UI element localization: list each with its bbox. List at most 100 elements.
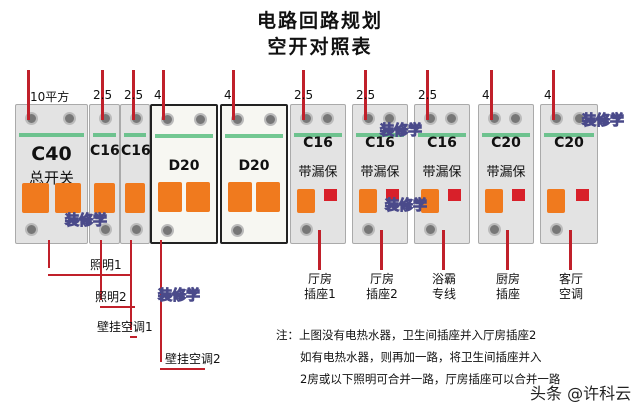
wire-gauge-label: 4: [544, 88, 552, 102]
circuit-label-3: 壁挂空调1: [97, 320, 153, 334]
wire: [380, 230, 383, 270]
brand-stripe: [19, 133, 84, 137]
rating-label: C20: [554, 135, 584, 151]
wire: [442, 230, 445, 270]
toggle-handle: [359, 189, 377, 213]
brand-stripe: [294, 133, 342, 137]
note-text: 注：上图没有电热水器，卫生间插座并入厅房插座2 如有电热水器，则再加一路，将卫生…: [276, 324, 560, 390]
wire: [490, 70, 493, 120]
brand-stripe: [124, 133, 146, 137]
terminal-screw-icon: [488, 223, 501, 236]
test-indicator: [386, 189, 399, 201]
breaker-c16: C16 带漏保: [414, 104, 470, 244]
note-line: 如有电热水器，则再加一路，将卫生间插座并入: [300, 350, 542, 364]
terminal-screw-icon: [550, 223, 563, 236]
terminal-screw-icon: [99, 223, 112, 236]
wire-gauge-label: 4: [482, 88, 490, 102]
rating-label: C16: [90, 143, 120, 159]
wire: [162, 70, 165, 120]
wire-gauge-label: 2.5: [93, 88, 113, 102]
test-indicator: [512, 189, 525, 201]
terminal-screw-icon: [445, 112, 458, 125]
breaker-c20: C20: [540, 104, 598, 244]
note-line: 2房或以下照明可合并一路，厅房插座可以合并一路: [300, 372, 561, 386]
title-line-2: 空开对照表: [267, 36, 373, 58]
wire: [552, 70, 555, 120]
rating-label: C40: [31, 143, 72, 165]
leader-line: [160, 368, 205, 370]
terminal-screw-icon: [63, 112, 76, 125]
rating-label: C16: [427, 135, 457, 151]
circuit-label-1: 照明1: [90, 258, 122, 272]
rating-label: C16: [121, 143, 151, 159]
terminal-screw-icon: [509, 112, 522, 125]
wire: [318, 230, 321, 270]
terminal-screw-icon: [300, 223, 313, 236]
leader-line: [48, 240, 50, 268]
breaker-d20: D20: [220, 104, 288, 244]
toggle-handle: [186, 182, 210, 212]
wire-gauge-label: 2.5: [294, 88, 314, 102]
breaker-sub-label: 带漏保: [360, 165, 400, 180]
wire: [364, 70, 367, 120]
leader-line: [130, 336, 137, 338]
leader-line: [130, 240, 132, 330]
leader-line: [160, 240, 162, 362]
watermark-stamp: 装修学: [582, 113, 625, 130]
wire-gauge-label: 2.5: [124, 88, 144, 102]
circuit-label-4: 壁挂空调2: [165, 352, 221, 366]
toggle-handle: [256, 182, 280, 212]
breaker-sub-label: 总开关: [28, 169, 74, 187]
terminal-screw-icon: [424, 223, 437, 236]
breaker-sub-label: 带漏保: [298, 165, 338, 180]
watermark: 头条 @许科云: [530, 384, 632, 403]
brand-stripe: [482, 133, 530, 137]
terminal-screw-icon: [161, 224, 174, 237]
note-line: 注：上图没有电热水器，卫生间插座并入厅房插座2: [276, 328, 537, 342]
watermark-stamp: 装修学: [385, 198, 428, 215]
toggle-handle: [228, 182, 252, 212]
wire: [232, 70, 235, 120]
brand-stripe: [93, 133, 116, 137]
breaker-c16: C16: [120, 104, 151, 244]
brand-stripe: [225, 134, 283, 138]
breaker-d20: D20: [150, 104, 218, 244]
circuit-label: 厅房 插座1: [304, 272, 336, 301]
wire: [426, 70, 429, 120]
toggle-handle: [94, 183, 115, 213]
leader-line: [48, 274, 130, 276]
toggle-handle: [547, 189, 565, 213]
leader-line: [100, 240, 102, 300]
rating-label: D20: [168, 158, 200, 174]
wire-gauge-label: 2.5: [356, 88, 376, 102]
toggle-handle: [125, 183, 145, 213]
brand-stripe: [356, 133, 404, 137]
title-line-1: 电路回路规划: [256, 10, 383, 32]
breaker-sub-label: 带漏保: [422, 165, 462, 180]
terminal-screw-icon: [362, 223, 375, 236]
leader-line: [100, 306, 135, 308]
watermark-stamp: 装修学: [65, 213, 108, 230]
breaker-c16: C16 带漏保: [290, 104, 346, 244]
wire-gauge-label: 2.5: [418, 88, 438, 102]
rating-label: C16: [303, 135, 333, 151]
wire-gauge-label: 4: [224, 88, 232, 102]
terminal-screw-icon: [25, 223, 38, 236]
toggle-handle: [22, 183, 49, 213]
toggle-handle: [54, 183, 81, 213]
breaker-c16: C16 带漏保: [352, 104, 408, 244]
circuit-label: 浴霸 专线: [431, 272, 456, 301]
terminal-screw-icon: [321, 112, 334, 125]
circuit-label: 厨房 插座: [495, 272, 520, 301]
rating-label: D20: [238, 158, 270, 174]
wire: [132, 70, 135, 120]
breaker-c40: C40 总开关: [15, 104, 88, 244]
toggle-handle: [485, 189, 503, 213]
terminal-screw-icon: [573, 112, 586, 125]
circuit-label-2: 照明2: [95, 290, 127, 304]
rating-label: C16: [365, 135, 395, 151]
watermark-stamp: 装修学: [380, 123, 423, 140]
terminal-screw-icon: [194, 113, 207, 126]
circuit-label: 厅房 插座2: [366, 272, 398, 301]
